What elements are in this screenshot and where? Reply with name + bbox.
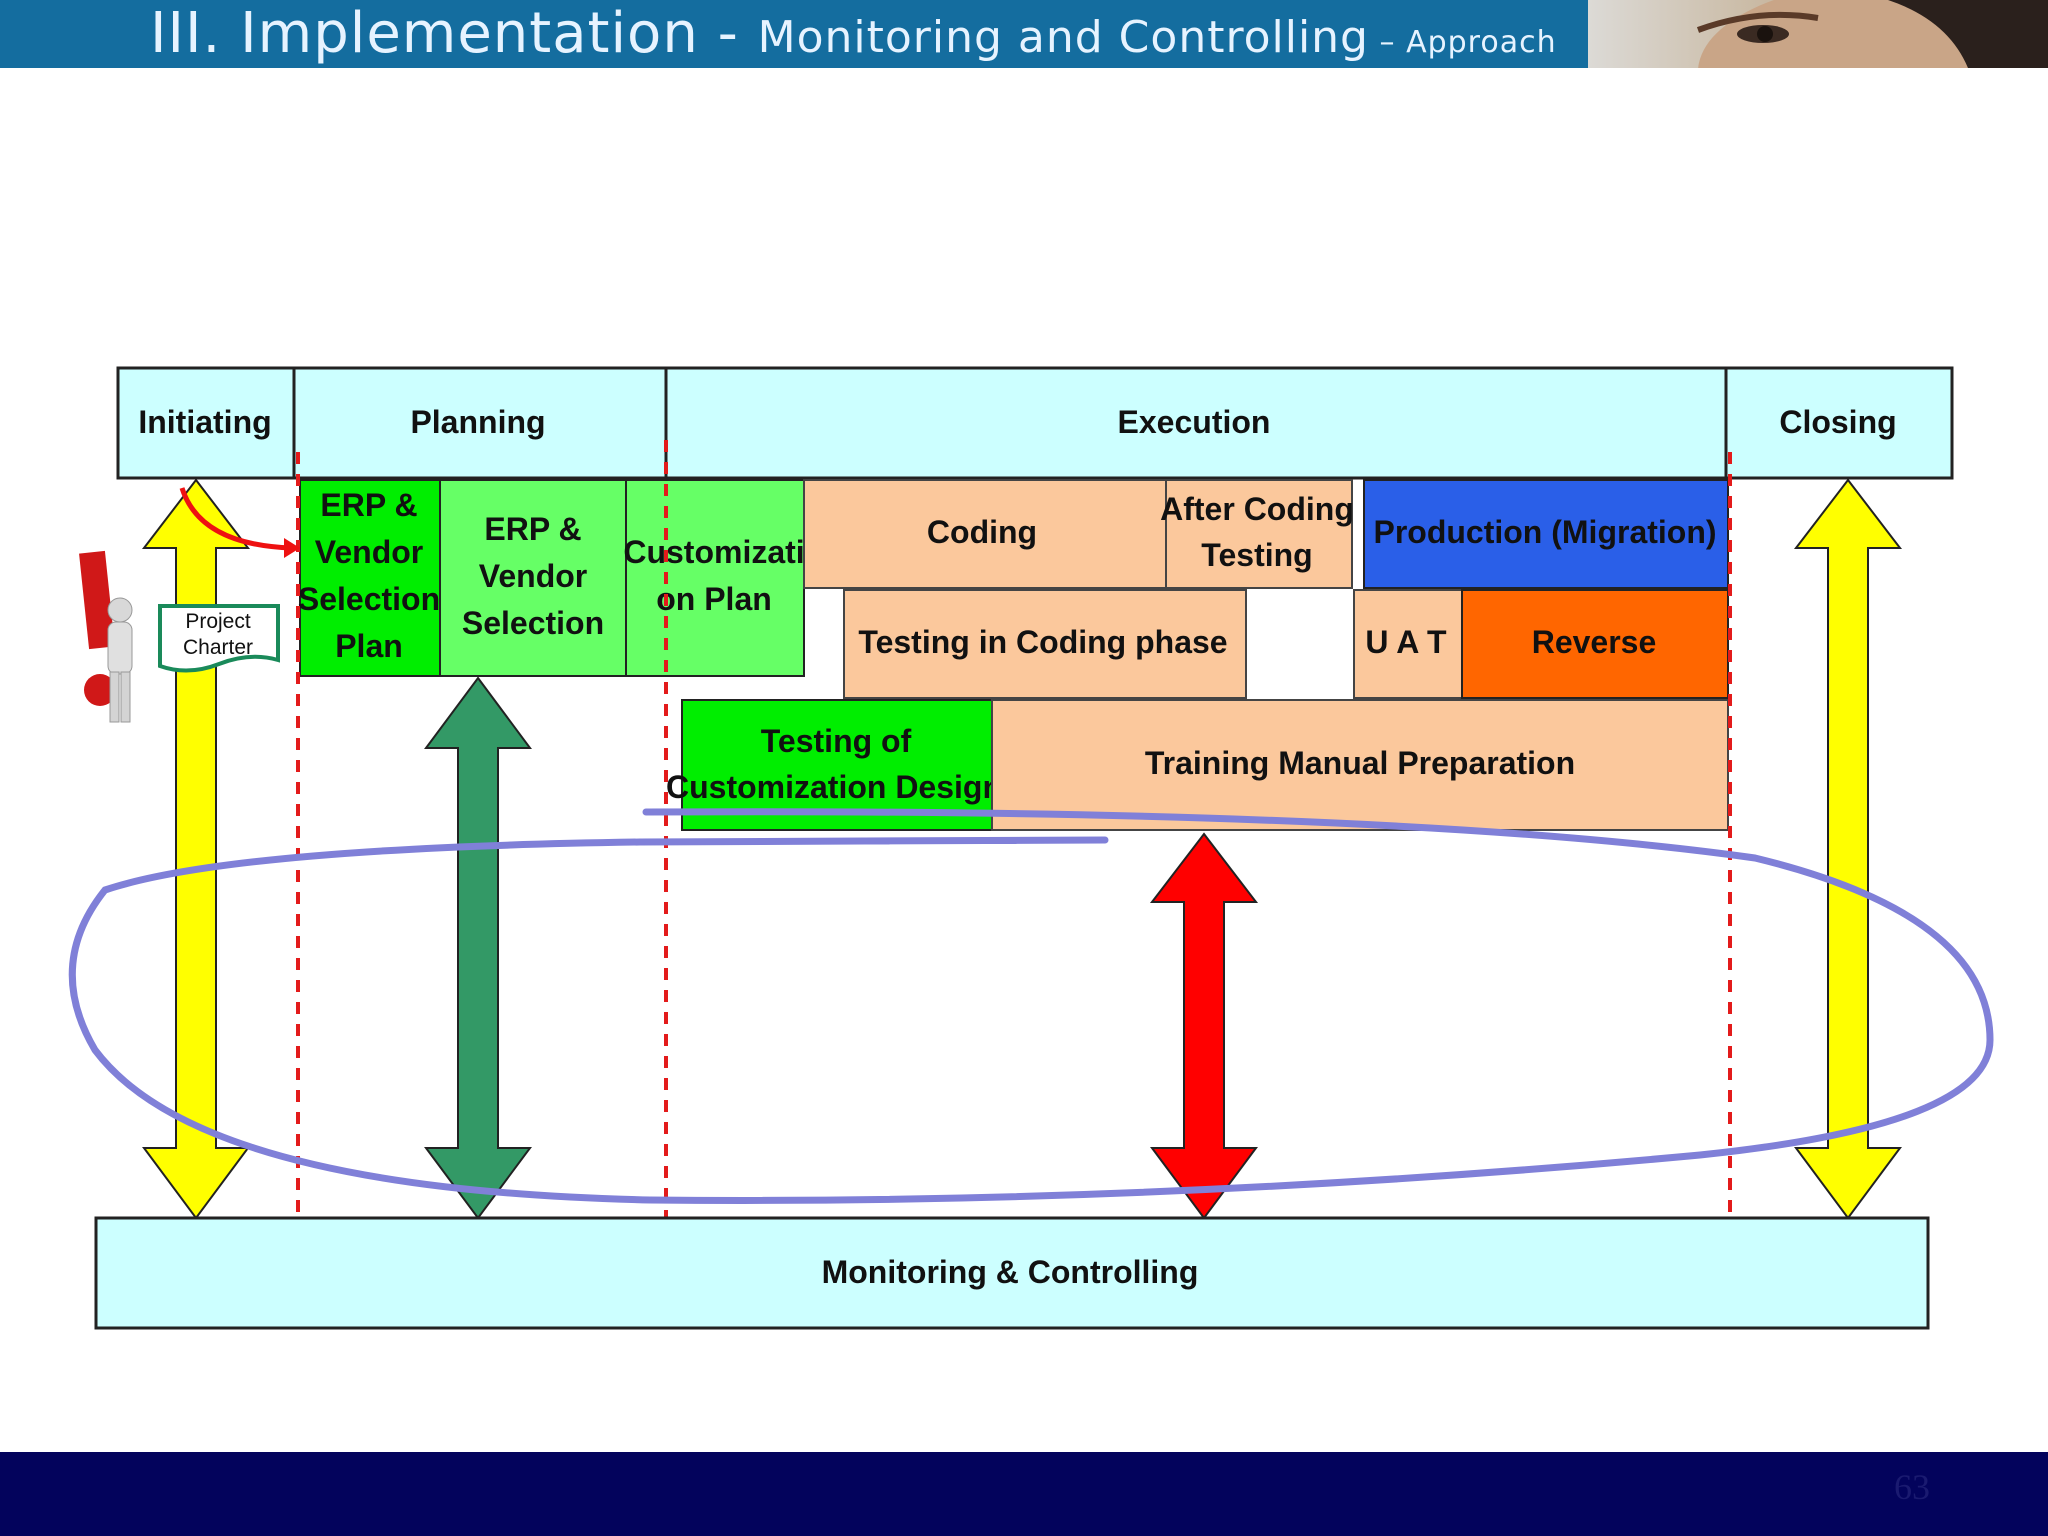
phase-initiating-box [116, 366, 296, 480]
phase-closing-box [1724, 366, 1954, 480]
task-production-migration-label: Production (Migration) [1373, 514, 1716, 550]
task-testing-of-customization-design-line1: Testing of [761, 723, 912, 759]
task-after-coding-testing [1165, 479, 1353, 589]
title-sub: Monitoring and Controlling [757, 12, 1369, 63]
slide-footer: 63 [0, 1452, 2048, 1536]
monitoring-controlling: Monitoring & Controlling [94, 1216, 1930, 1330]
phase-separators [296, 440, 1732, 1218]
monitoring-controlling-label: Monitoring & Controlling [822, 1254, 1199, 1290]
task-erp-vendor-selection-plan [299, 479, 441, 677]
task-customization-plan-line2: on Plan [656, 581, 772, 617]
monitoring-controlling-box [94, 1216, 1930, 1330]
title-approach: – Approach [1369, 25, 1557, 60]
task-testing-in-coding-phase-label: Testing in Coding phase [858, 624, 1227, 660]
task-production-migration [1363, 479, 1729, 589]
task-erp-vendor-selection [439, 479, 627, 677]
task-training-manual-preparation-label: Training Manual Preparation [1145, 745, 1575, 781]
task-testing-in-coding-phase [843, 589, 1247, 699]
task-customization-plan [625, 479, 805, 677]
slide-title: III. Implementation - Monitoring and Con… [150, 2, 1557, 75]
task-uat-label: U A T [1365, 624, 1447, 660]
arrow-closing-yellow [1793, 478, 1903, 1220]
task-coding-label: Coding [927, 514, 1037, 550]
person-figure [79, 550, 133, 723]
task-customization-plan-line1: Customizati [623, 534, 804, 570]
pm-process-diagram: Initiating Planning Execution Closing ER… [68, 366, 1994, 1330]
task-uat [1353, 589, 1463, 699]
project-charter-line2: Charter [183, 636, 253, 659]
task-erp-vendor-selection-line3: Selection [462, 605, 604, 641]
execution-tasks: Coding After Coding Testing Production (… [666, 479, 1729, 831]
task-reverse-label: Reverse [1532, 624, 1657, 660]
task-coding [803, 479, 1167, 589]
phase-headers: Initiating Planning Execution Closing [116, 366, 1954, 480]
task-erp-vendor-selection-line1: ERP & [484, 511, 581, 547]
task-training-manual-preparation [991, 699, 1729, 831]
arrow-planning-green [424, 676, 532, 1220]
task-testing-of-customization-design-line2: Customization Design [666, 769, 1002, 805]
task-erp-vendor-selection-plan-line3: Selection [298, 581, 440, 617]
charter-link-arrow [179, 487, 300, 558]
task-after-coding-testing-line1: After Coding [1160, 491, 1354, 527]
phase-execution-label: Execution [1118, 404, 1271, 440]
phase-planning-box [292, 366, 668, 480]
task-erp-vendor-selection-line2: Vendor [479, 558, 587, 594]
phase-planning-label: Planning [410, 404, 545, 440]
phase-closing-label: Closing [1779, 404, 1896, 440]
task-after-coding-testing-line2: Testing [1201, 537, 1312, 573]
project-charter-document: Project Charter [158, 604, 280, 673]
phase-execution-box [664, 366, 1728, 480]
arrow-execution-red [1149, 832, 1259, 1220]
phase-initiating-label: Initiating [138, 404, 271, 440]
title-main: III. Implementation - [150, 1, 758, 66]
page-number: 63 [1894, 1467, 1930, 1507]
project-charter-line1: Project [185, 610, 251, 633]
planning-tasks: ERP & Vendor Selection Plan ERP & Vendor… [298, 479, 805, 677]
slide-header: III. Implementation - Monitoring and Con… [0, 0, 1588, 68]
task-reverse [1461, 589, 1729, 699]
task-erp-vendor-selection-plan-line4: Plan [335, 628, 403, 664]
highlight-ellipse [68, 808, 1994, 1204]
task-erp-vendor-selection-plan-line1: ERP & [320, 487, 417, 523]
task-erp-vendor-selection-plan-line2: Vendor [315, 534, 423, 570]
